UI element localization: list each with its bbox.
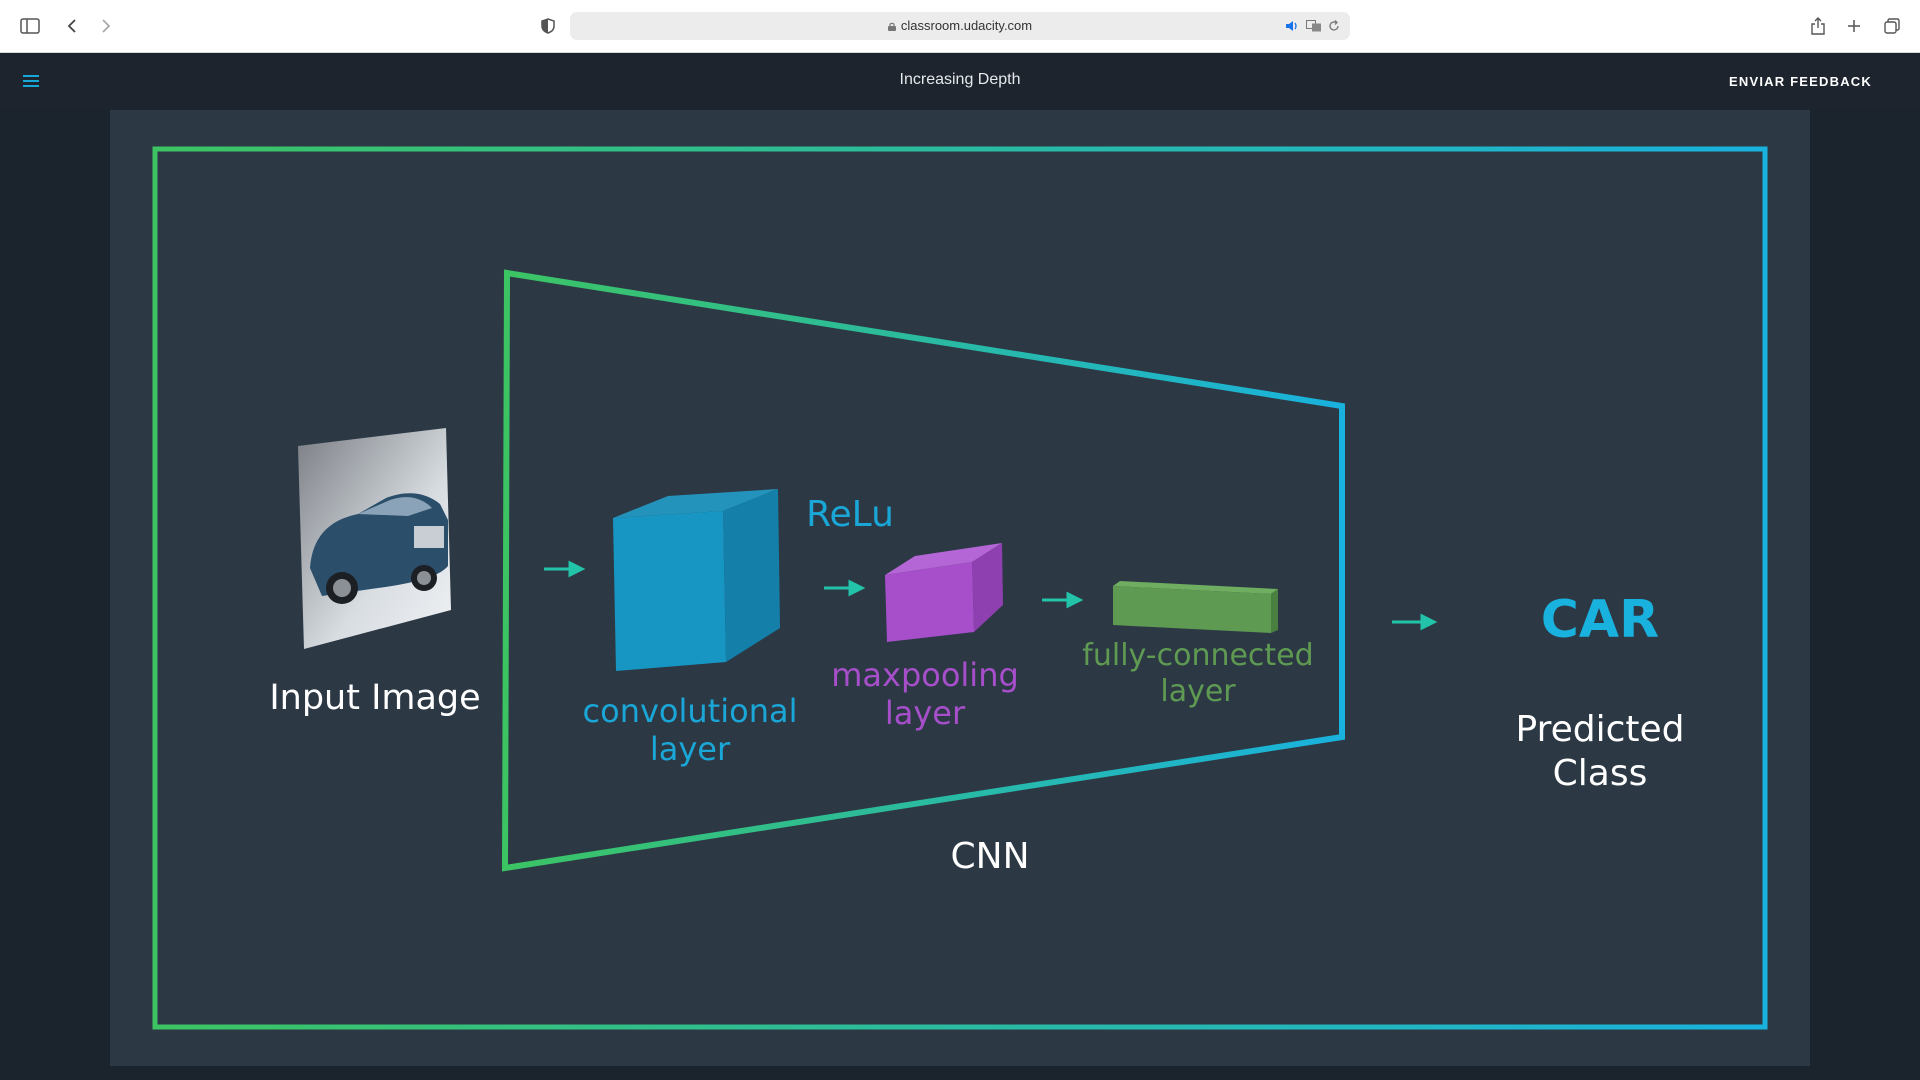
lock-icon (887, 22, 896, 31)
maxpool-layer-label: maxpooling layer (810, 656, 1040, 732)
back-icon[interactable] (58, 12, 86, 40)
predicted-label-line1: Predicted (1515, 709, 1685, 750)
classroom-header: Increasing Depth ENVIAR FEEDBACK (0, 53, 1920, 109)
lesson-video[interactable]: Input Image convolutional layer ReLu max… (110, 110, 1810, 1066)
lesson-title: Increasing Depth (899, 71, 1021, 88)
address-bar[interactable]: classroom.udacity.com (570, 12, 1350, 40)
reload-icon[interactable] (1326, 18, 1342, 34)
arrow-maxpool-to-fc (1042, 591, 1084, 609)
cnn-label: CNN (950, 836, 1030, 877)
arrow-input-to-conv (544, 560, 586, 578)
maxpool-label-line1: maxpooling (831, 656, 1019, 694)
outer-frame (152, 146, 1768, 1030)
conv-label-line2: layer (649, 730, 731, 768)
arrow-conv-to-maxpool (824, 579, 866, 597)
input-image-label: Input Image (269, 678, 481, 718)
relu-label: ReLu (806, 494, 894, 535)
translate-icon[interactable] (1306, 18, 1322, 34)
fc-label-line2: layer (1160, 674, 1236, 709)
hamburger-menu-icon[interactable] (20, 70, 42, 92)
new-tab-icon[interactable] (1840, 12, 1868, 40)
cnn-trapezoid (501, 269, 1345, 872)
input-image-thumbnail (298, 428, 451, 649)
predicted-label-line2: Class (1552, 753, 1648, 794)
sidebar-toggle-icon[interactable] (16, 12, 44, 40)
fc-layer-box (1113, 581, 1278, 633)
fc-layer-label: fully-connected layer (1068, 638, 1328, 710)
maxpool-layer-box (885, 543, 1003, 642)
share-icon[interactable] (1804, 12, 1832, 40)
tab-overview-icon[interactable] (1878, 12, 1906, 40)
url-text: classroom.udacity.com (900, 18, 1033, 33)
forward-icon[interactable] (92, 12, 120, 40)
browser-toolbar: classroom.udacity.com (0, 0, 1920, 53)
privacy-shield-icon[interactable] (534, 12, 562, 40)
maxpool-label-line2: layer (884, 694, 966, 732)
predicted-class-value: CAR (1540, 590, 1660, 650)
fc-label-line1: fully-connected (1082, 638, 1314, 673)
predicted-class-label: Predicted Class (1480, 708, 1720, 796)
cnn-diagram (152, 146, 1768, 1030)
conv-layer-box (613, 489, 780, 671)
audio-playing-icon[interactable] (1284, 18, 1300, 34)
conv-label-line1: convolutional (582, 692, 798, 730)
send-feedback-button[interactable]: ENVIAR FEEDBACK (1729, 74, 1872, 89)
conv-layer-label: convolutional layer (560, 692, 820, 768)
arrow-cnn-to-prediction (1392, 613, 1438, 631)
